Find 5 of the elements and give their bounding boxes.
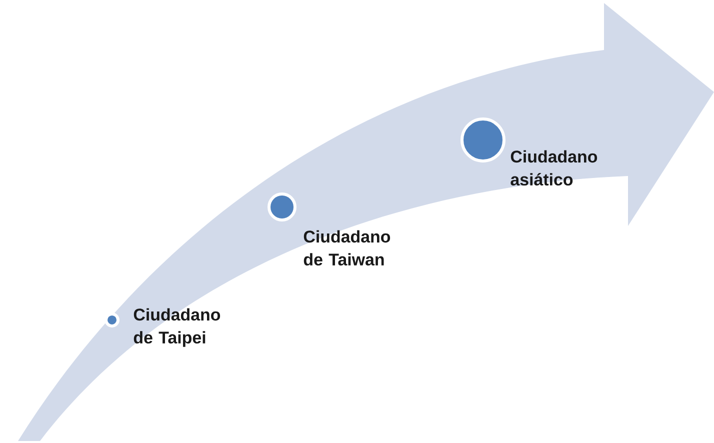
dot — [460, 118, 506, 162]
dot-label: Ciudadano asiático — [510, 150, 598, 186]
dot-label: Ciudadano de Taiwan — [304, 230, 390, 266]
dot-label: Ciudadano de Taipei — [134, 308, 220, 347]
dot — [104, 312, 120, 328]
